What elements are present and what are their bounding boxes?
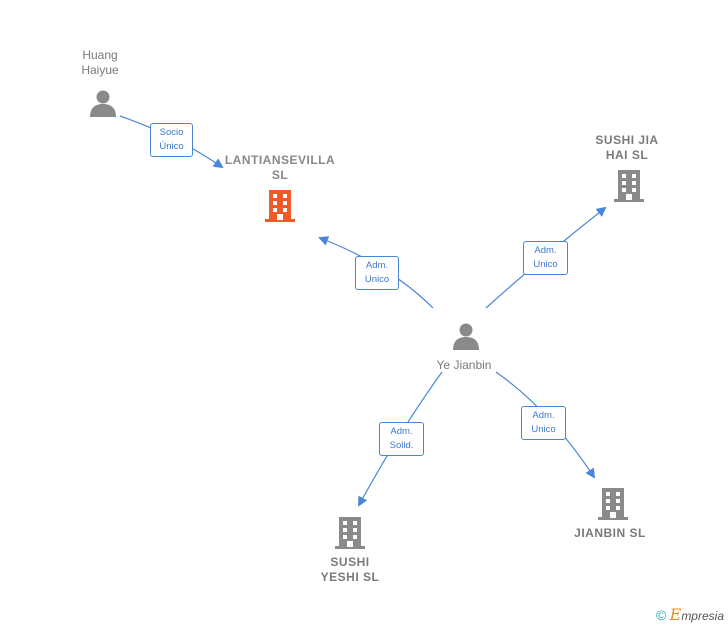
person-icon[interactable] — [88, 88, 118, 118]
edge-label-line2: Solid. — [389, 440, 414, 451]
node-label-huang-line1: Huang — [82, 48, 118, 62]
edge-label-line1: Adm. — [390, 426, 413, 437]
node-label-lantian-line2: SL — [271, 168, 289, 182]
edge-label-line2: Unico — [364, 274, 390, 285]
edge-label-line2: Unico — [531, 424, 556, 435]
edge-label-socio-unico[interactable]: Socio Único — [150, 123, 193, 157]
copyright-icon: © — [655, 607, 667, 623]
edge-label-line1: Adm. — [365, 260, 389, 271]
edge-label-adm-unico[interactable]: Adm. Unico — [521, 406, 566, 440]
edge-label-line2: Unico — [533, 259, 558, 270]
edge-label-line1: Adm. — [532, 410, 555, 421]
edge-label-line2: Único — [159, 141, 184, 152]
node-label-huang[interactable]: Huang Haiyue — [60, 48, 140, 78]
node-label-sushi-yeshi-line1: SUSHI — [330, 555, 370, 569]
brand-name: mpresia — [681, 609, 724, 623]
building-icon[interactable] — [334, 515, 366, 551]
edge-label-adm-unico[interactable]: Adm. Unico — [355, 256, 399, 290]
edge-label-adm-solid[interactable]: Adm. Solid. — [379, 422, 424, 456]
building-icon-highlight[interactable] — [264, 188, 296, 224]
brand-initial: E — [669, 605, 682, 624]
node-label-huang-line2: Haiyue — [81, 63, 119, 77]
edge-label-adm-unico[interactable]: Adm. Unico — [523, 241, 568, 275]
person-icon[interactable] — [451, 321, 481, 351]
edge-label-line1: Adm. — [534, 245, 557, 256]
edge-label-line1: Socio — [159, 127, 184, 138]
brand-footer: © Empresia — [656, 605, 724, 624]
node-label-jianbin[interactable]: JIANBIN SL — [574, 526, 646, 540]
node-label-sushi-jia[interactable]: SUSHI JIA HAI SL — [582, 133, 672, 163]
node-label-ye[interactable]: Ye Jianbin — [436, 358, 492, 372]
node-label-lantian-line1: LANTIANSEVILLA — [224, 153, 336, 167]
node-label-sushi-jia-line2: HAI SL — [605, 148, 649, 162]
building-icon[interactable] — [597, 486, 629, 522]
building-icon[interactable] — [613, 168, 645, 204]
node-label-lantian[interactable]: LANTIANSEVILLA SL — [210, 153, 350, 183]
node-label-sushi-yeshi-line2: YESHI SL — [320, 570, 380, 584]
node-label-sushi-jia-line1: SUSHI JIA — [595, 133, 659, 147]
node-label-sushi-yeshi[interactable]: SUSHI YESHI SL — [300, 555, 400, 585]
